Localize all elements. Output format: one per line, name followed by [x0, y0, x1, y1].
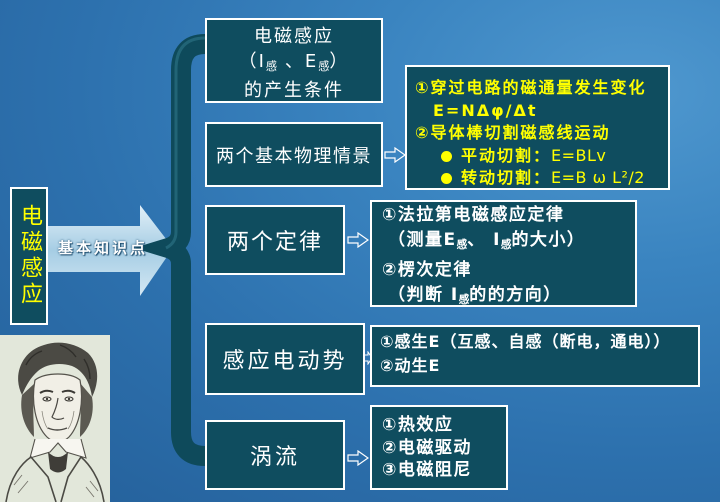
topic-two-laws: 两个定律 [205, 205, 345, 275]
bullet-label: 转动切割： [461, 168, 551, 187]
detail-laws-line1: ①法拉第电磁感应定律 [382, 203, 635, 228]
detail-laws-line3: ②楞次定律 [382, 258, 635, 283]
brace-connector [168, 44, 205, 456]
text-segment: 的的方向） [469, 285, 562, 305]
subscript: 感 [266, 60, 277, 73]
bullet-dot-icon [441, 173, 452, 184]
list-item: ①热效应 [382, 414, 506, 437]
detail-laws-line4: （判断 I感的的方向） [382, 283, 635, 313]
bullet-formula: E=B ω L²/2 [551, 168, 645, 187]
detail-emf-line1: ①感生E（互感、自感（断电，通电）） [380, 330, 698, 354]
detail-eddy-current: ①热效应 ②电磁驱动 ③电磁阻尼 [370, 405, 508, 490]
text-segment: （判断 I [388, 285, 459, 305]
text-segment: （测量E [388, 230, 457, 250]
subscript: 感 [459, 294, 470, 306]
detail-induced-emf: ①感生E（互感、自感（断电，通电）） ②动生E [370, 325, 700, 387]
flux-formula: E=NΔφ/Δt [415, 100, 668, 123]
topic-induced-emf: 感应电动势 [205, 323, 365, 395]
bullet-label: 平动切割： [461, 146, 551, 165]
arrow-right-outline-icon [347, 232, 369, 248]
arrow-right-outline-icon [347, 450, 369, 466]
topic-conditions-line2: （I感 、E感） [207, 50, 381, 80]
topic-scenarios-label: 两个基本物理情景 [216, 142, 372, 168]
topic-conditions-line1: 电磁感应 [207, 25, 381, 50]
detail-scenarios-line3: ②导体棒切割磁感线运动 [415, 122, 668, 145]
arrow-right-outline-icon [384, 147, 406, 163]
bullet-item: 平动切割：E=BLv [415, 145, 668, 168]
knowledge-arrow-label: 基本知识点 [58, 238, 148, 258]
text-segment: 、E [277, 51, 318, 72]
root-topic-box: 电磁感应 [10, 187, 48, 325]
detail-emf-line2: ②动生E [380, 354, 698, 378]
topic-physical-scenarios: 两个基本物理情景 [205, 122, 383, 187]
text-segment: 的大小） [511, 230, 585, 250]
topic-eddy-current: 涡流 [205, 420, 345, 490]
bullet-formula: E=BLv [551, 146, 606, 165]
subscript: 感 [501, 239, 512, 251]
topic-conditions-line3: 的产生条件 [207, 79, 381, 104]
detail-laws-line2: （测量E感、 I感的大小） [382, 228, 635, 258]
topic-eddy-label: 涡流 [250, 439, 300, 471]
detail-scenarios-line1: ①穿过电路的磁通量发生变化 [415, 77, 668, 100]
list-item: ②电磁驱动 [382, 437, 506, 460]
root-topic-label: 电磁感应 [13, 204, 45, 308]
topic-generation-conditions: 电磁感应 （I感 、E感） 的产生条件 [205, 18, 383, 103]
topic-laws-label: 两个定律 [227, 224, 323, 256]
detail-physical-scenarios: ①穿过电路的磁通量发生变化 E=NΔφ/Δt ②导体棒切割磁感线运动 平动切割：… [405, 65, 670, 190]
bullet-item: 转动切割：E=B ω L²/2 [415, 167, 668, 190]
subscript: 感 [457, 239, 468, 251]
list-item: ③电磁阻尼 [382, 459, 506, 482]
text-segment: 、 I [467, 230, 501, 250]
detail-two-laws: ①法拉第电磁感应定律 （测量E感、 I感的大小） ②楞次定律 （判断 I感的的方… [370, 200, 637, 307]
text-segment: ） [329, 51, 349, 72]
subscript: 感 [318, 60, 329, 73]
text-segment: （I [239, 51, 266, 72]
portrait-sketch [0, 335, 110, 502]
topic-emf-label: 感应电动势 [222, 343, 347, 375]
bullet-dot-icon [441, 151, 452, 162]
